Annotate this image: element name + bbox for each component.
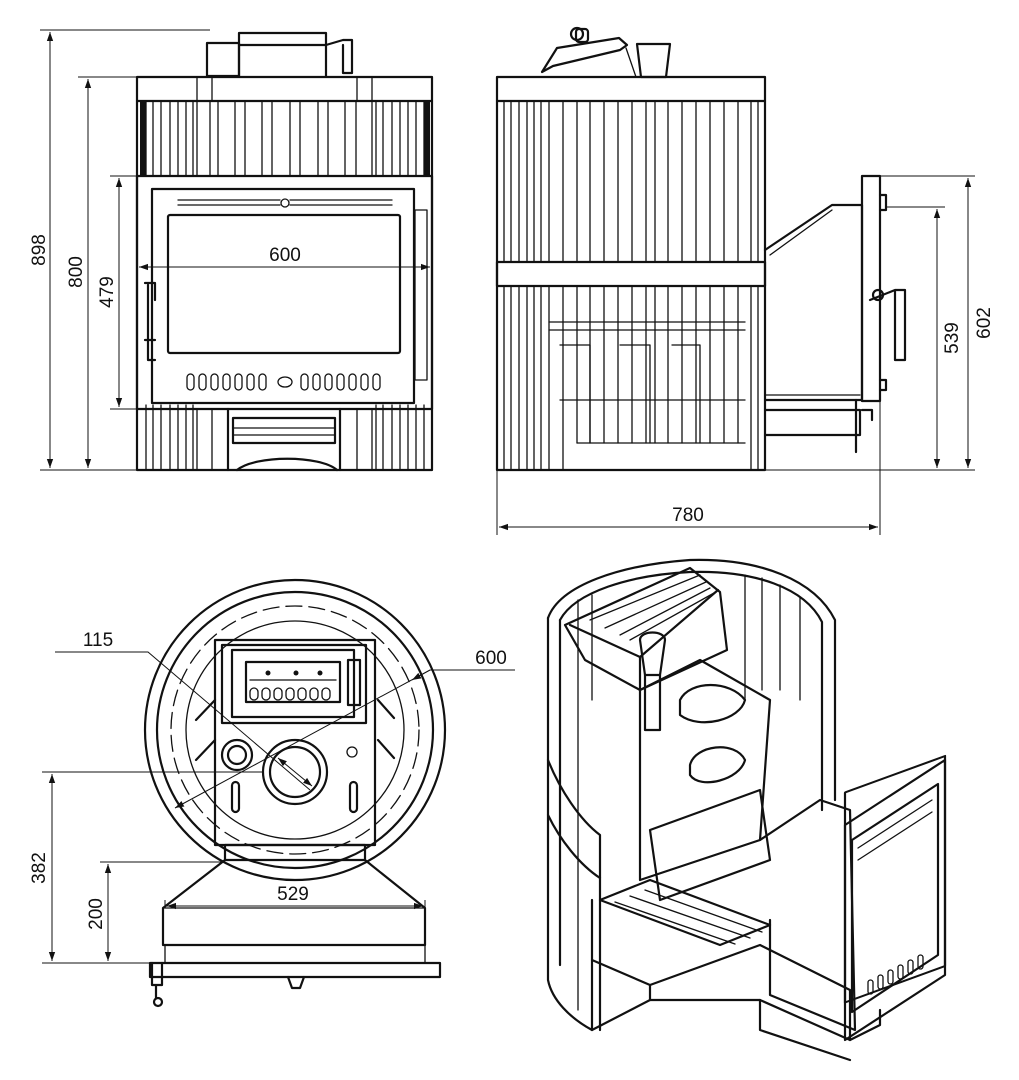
front-body-outline (135, 99, 434, 472)
front-top-rail (135, 75, 434, 103)
dim-base-height: 200 (86, 898, 107, 930)
top-water-tank-connection (220, 738, 254, 772)
iso-firebox (638, 658, 772, 882)
front-door-glass (166, 213, 402, 355)
side-top-rail (495, 75, 767, 103)
dimension-labels: 898 800 479 600 780 602 539 115 600 382 … (29, 234, 995, 930)
dim-height-total: 898 (29, 234, 50, 266)
side-tunnel (763, 174, 907, 454)
top-inner-block (213, 638, 377, 847)
dim-base-width: 529 (277, 884, 309, 905)
front-ribs (145, 76, 425, 471)
dim-tunnel-height: 602 (974, 307, 995, 339)
dim-tunnel-door-height: 539 (942, 322, 963, 354)
top-base-cone (148, 843, 442, 1008)
dim-door-height: 479 (97, 276, 118, 308)
side-middle-band (495, 260, 767, 288)
side-lower-slats (503, 285, 759, 471)
dim-depth-total: 780 (672, 505, 704, 526)
front-view (135, 31, 434, 472)
side-top-fittings (540, 26, 672, 79)
dim-body-diameter: 600 (475, 648, 507, 669)
top-outer-ring (143, 578, 447, 882)
top-heater-stone-box (220, 643, 368, 725)
isometric-view (546, 558, 947, 1062)
front-door-vents (186, 373, 381, 391)
dim-door-width: 600 (269, 245, 301, 266)
front-door-handle (143, 281, 157, 362)
iso-casing-outer (546, 558, 837, 802)
dimension-lines (40, 29, 975, 964)
front-ash-box (196, 407, 373, 472)
dim-height-body: 800 (66, 256, 87, 288)
iso-tunnel (758, 798, 857, 1032)
top-view (143, 578, 447, 1008)
front-door (150, 187, 416, 405)
side-view (495, 26, 907, 472)
dim-flue-diameter: 115 (83, 630, 113, 651)
iso-stone-box (563, 566, 729, 692)
front-door-frame (135, 174, 434, 411)
front-flue-pipe (205, 31, 354, 78)
dim-flue-axis-height: 382 (29, 852, 50, 884)
side-upper-slats (503, 100, 759, 263)
